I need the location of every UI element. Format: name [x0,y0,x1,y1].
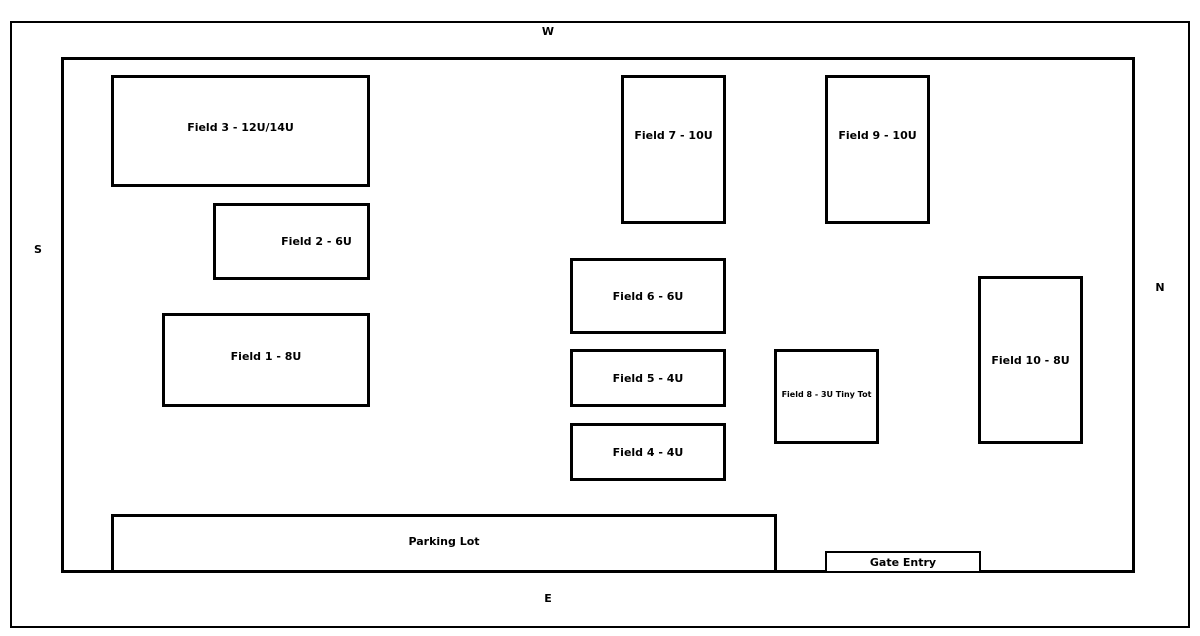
field-10-label: Field 10 - 8U [991,353,1070,367]
field-3: Field 3 - 12U/14U [111,75,370,187]
compass-east-label: E [544,592,552,605]
compass-west-label: W [541,25,555,38]
field-8-label: Field 8 - 3U Tiny Tot [781,390,872,399]
field-4: Field 4 - 4U [570,423,726,481]
field-1: Field 1 - 8U [162,313,370,407]
field-5: Field 5 - 4U [570,349,726,407]
field-8: Field 8 - 3U Tiny Tot [774,349,879,444]
field-10: Field 10 - 8U [978,276,1083,444]
field-4-label: Field 4 - 4U [612,445,684,459]
parking-lot: Parking Lot [111,514,777,573]
field-2-label: Field 2 - 6U [281,235,352,248]
field-3-label: Field 3 - 12U/14U [187,120,294,134]
compass-north-label: N [1155,281,1165,294]
field-7: Field 7 - 10U [621,75,726,224]
gate-entry: Gate Entry [825,551,981,573]
compass-south-label: S [34,243,42,256]
gate-entry-label: Gate Entry [869,555,937,569]
field-9: Field 9 - 10U [825,75,930,224]
field-1-label: Field 1 - 8U [230,349,302,363]
field-5-label: Field 5 - 4U [612,371,684,385]
parking-lot-label: Parking Lot [408,535,480,548]
field-7-label: Field 7 - 10U [634,129,713,142]
field-9-label: Field 9 - 10U [838,129,917,142]
field-6-label: Field 6 - 6U [612,289,684,303]
field-6: Field 6 - 6U [570,258,726,334]
field-2: Field 2 - 6U [213,203,370,280]
